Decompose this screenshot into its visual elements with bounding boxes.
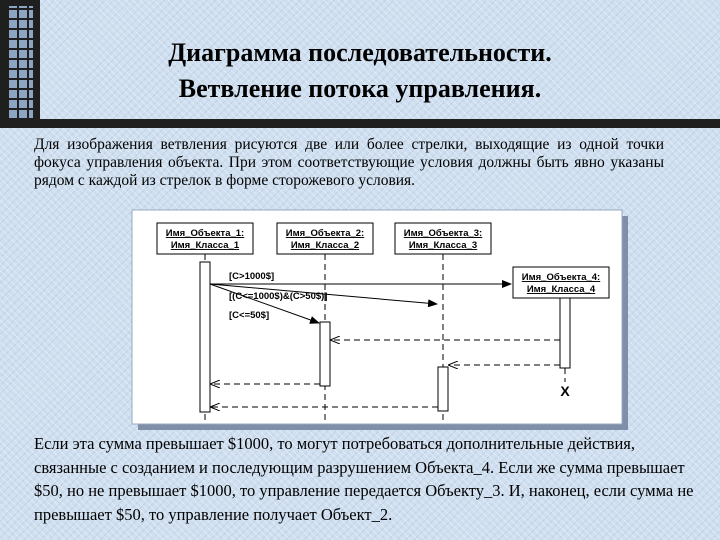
title-divider — [0, 119, 720, 128]
object-1-name: Имя_Объекта_1: — [166, 228, 244, 239]
slide-title-line2: Ветвление потока управления. — [178, 74, 542, 103]
object-box-4: Имя_Объекта_4: Имя_Класса_4 — [512, 266, 610, 299]
intro-text: Для изображения ветвления рисуются две и… — [34, 136, 664, 189]
intro-paragraph: Для изображения ветвления рисуются две и… — [34, 136, 664, 190]
object-4-class: Имя_Класса_4 — [527, 284, 596, 295]
activation-object-4 — [559, 297, 571, 369]
bottom-text: Если эта сумма превышает $1000, то могут… — [34, 434, 694, 524]
slide-title-line1: Диаграмма последовательности. — [168, 38, 552, 67]
bottom-paragraph: Если эта сумма превышает $1000, то могут… — [34, 432, 694, 526]
guard-label-3: [C<=50$] — [229, 310, 269, 321]
activation-object-1 — [199, 261, 211, 413]
object-box-1: Имя_Объекта_1: Имя_Класса_1 — [156, 222, 254, 255]
object-2-class: Имя_Класса_2 — [291, 240, 359, 251]
left-decor-bar — [0, 0, 40, 128]
guard-label-1: [C>1000$] — [229, 271, 274, 282]
object-3-class: Имя_Класса_3 — [409, 240, 477, 251]
destroy-mark-icon: X — [560, 383, 570, 399]
object-3-name: Имя_Объекта_3: — [404, 228, 482, 239]
activation-object-2 — [319, 321, 331, 387]
activation-object-3 — [437, 366, 449, 412]
guard-label-2: [(C<=1000$)&(C>50$)] — [229, 291, 327, 302]
object-box-3: Имя_Объекта_3: Имя_Класса_3 — [394, 222, 492, 255]
decor-grid — [7, 6, 33, 120]
object-2-name: Имя_Объекта_2: — [286, 228, 364, 239]
object-1-class: Имя_Класса_1 — [171, 240, 240, 251]
message-to-object-3 — [209, 283, 438, 308]
object-box-2: Имя_Объекта_2: Имя_Класса_2 — [276, 222, 374, 255]
object-4-name: Имя_Объекта_4: — [522, 272, 600, 283]
message-to-object-2 — [209, 283, 320, 324]
